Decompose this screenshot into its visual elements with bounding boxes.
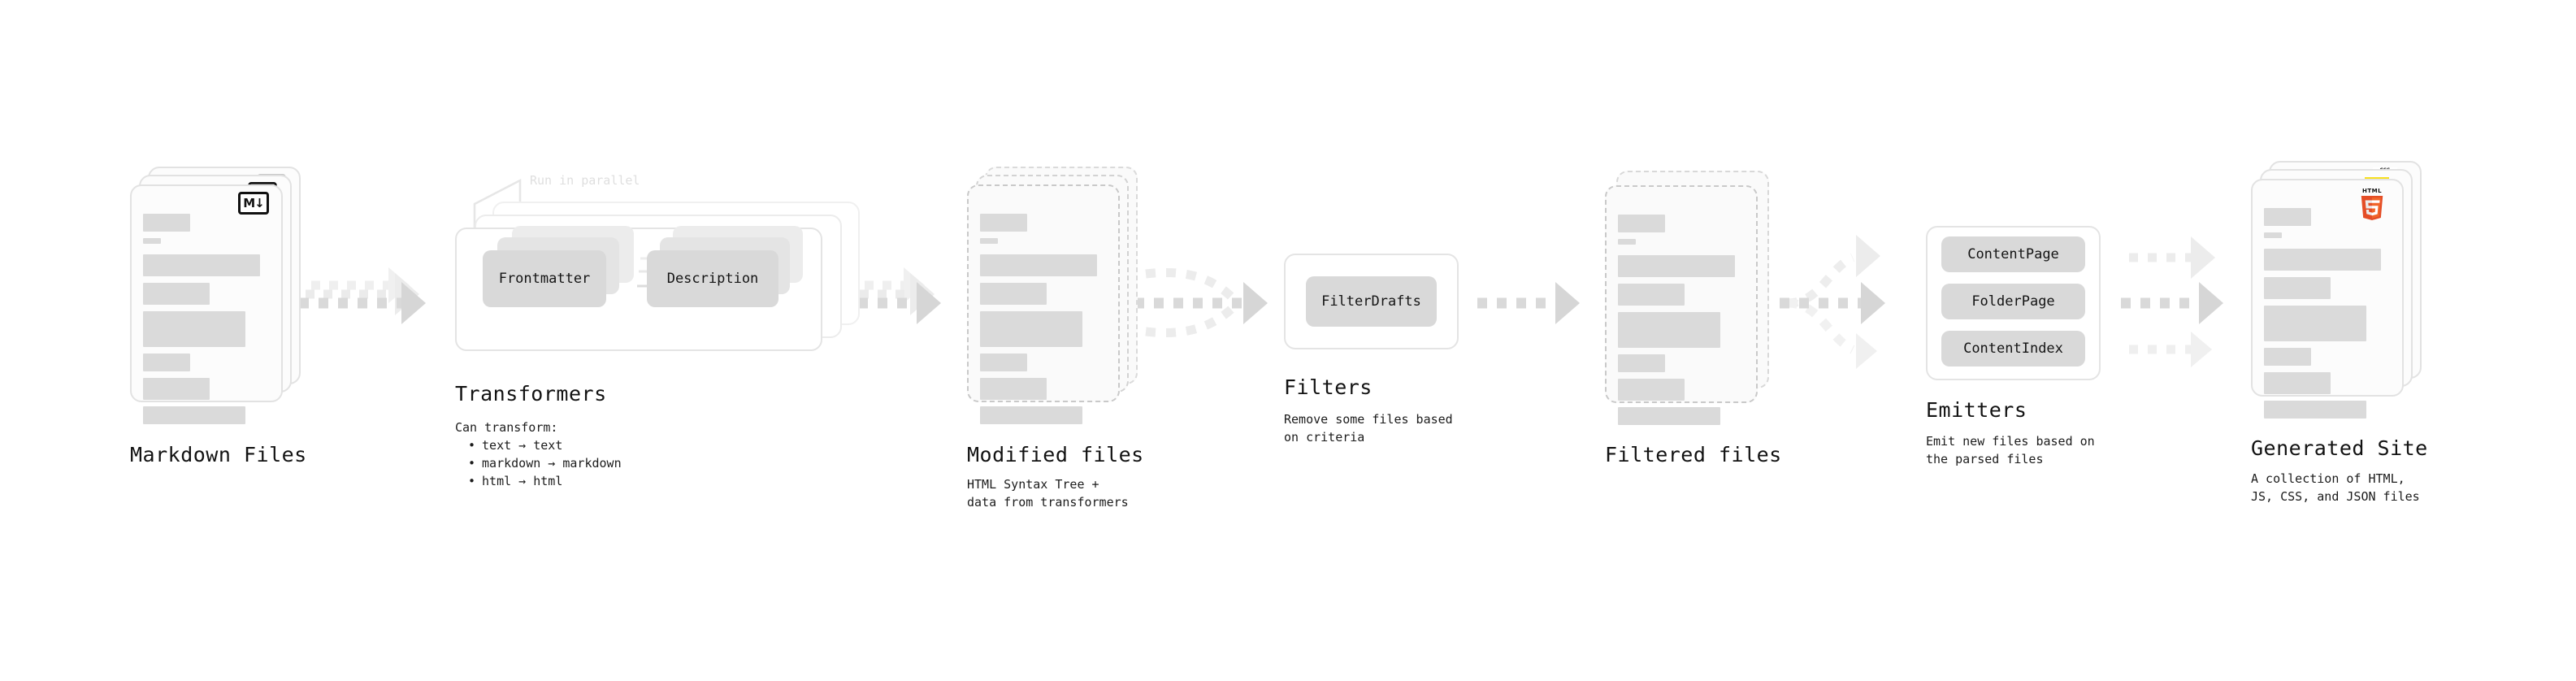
transformer-chip-frontmatter[interactable]: Frontmatter [483,250,606,307]
markdown-icon: M↓ [238,192,269,215]
connector-filters-to-filtered [1477,282,1580,324]
filtered-files-card-stack [1605,171,1776,425]
modified-files-title: Modified files [967,443,1144,466]
transformers-bullet-1: markdown → markdown [468,454,622,472]
emitters-subtitle: Emit new files based on the parsed files [1926,434,2095,466]
connector-markdown-to-transformers [299,267,426,324]
run-in-parallel-label: Run in parallel [530,173,640,188]
transformers-bullet-list: text → text markdown → markdown html → h… [455,436,622,490]
markdown-card-front [130,184,283,424]
html5-icon-label: HTML [2361,188,2383,194]
filters-subtitle: Remove some files based on criteria [1284,412,1453,445]
connector-transformers-to-modified [819,267,941,324]
modified-card-skeleton [969,186,1118,424]
generated-card-front [2251,179,2404,419]
markdown-files-card-stack: M↓ M↓ M↓ [130,167,301,424]
transformer-chip-description[interactable]: Description [647,250,778,307]
emitter-chip-contentindex[interactable]: ContentIndex [1941,331,2085,367]
filter-chip-filterdrafts[interactable]: FilterDrafts [1306,276,1437,327]
generated-site-title: Generated Site [2251,436,2428,460]
modified-files-subtitle: HTML Syntax Tree + data from transformer… [967,477,1129,510]
emitter-chip-folderpage[interactable]: FolderPage [1941,284,2085,319]
generated-site-card-stack: CSS HTML [2251,161,2422,419]
connector-emitters-to-site [2121,236,2223,367]
filtered-card-skeleton [1607,187,1756,425]
transformers-bullet-0: text → text [468,436,622,454]
transformers-subtitle: Can transform: [455,420,558,435]
transformers-title: Transformers [455,382,607,406]
markdown-files-title: Markdown Files [130,443,307,466]
filtered-files-title: Filtered files [1605,443,1782,466]
html5-shield-icon [2361,196,2383,220]
modified-files-card-stack [967,167,1138,424]
html5-icon: HTML [2358,188,2386,222]
generated-card-skeleton [2253,180,2402,419]
transformers-bullet-2: html → html [468,472,622,490]
connector-filtered-to-emitters [1780,235,1885,369]
connector-modified-to-filters [1134,267,1268,337]
filters-title: Filters [1284,375,1373,399]
modified-card-front [967,184,1120,424]
generated-site-subtitle: A collection of HTML, JS, CSS, and JSON … [2251,471,2420,504]
markdown-card-skeleton [132,186,281,424]
filtered-card-front [1605,185,1758,425]
emitters-title: Emitters [1926,398,2027,422]
emitter-chip-contentpage[interactable]: ContentPage [1941,236,2085,272]
